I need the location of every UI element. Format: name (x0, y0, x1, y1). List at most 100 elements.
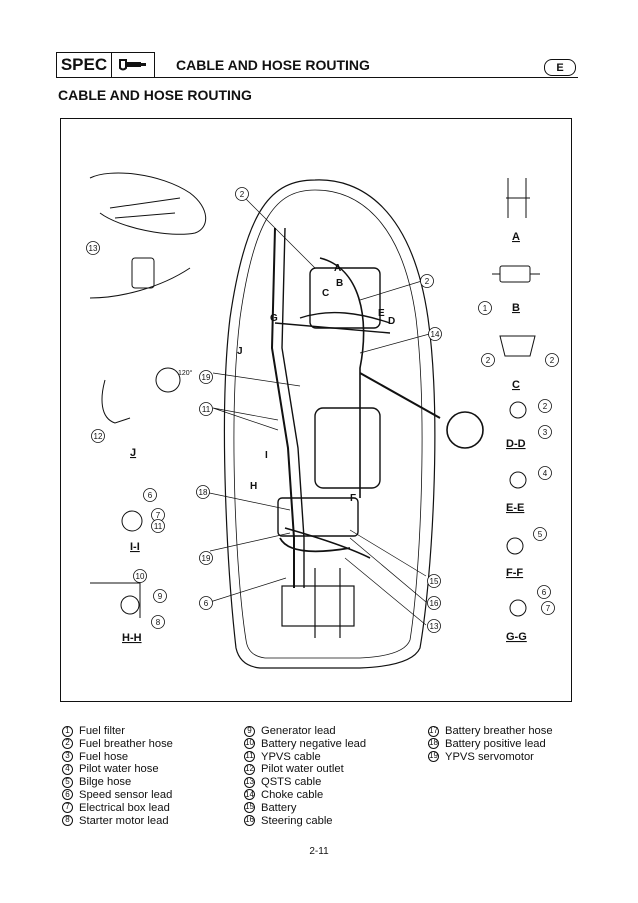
section-title: CABLE AND HOSE ROUTING (58, 87, 252, 103)
callout-circle-15 (427, 574, 441, 588)
cable-run-5 (274, 322, 391, 334)
legend-text: QSTS cable (261, 776, 322, 789)
page-header: SPEC CABLE AND HOSE ROUTING E (56, 52, 578, 80)
electrical-box (281, 585, 355, 627)
header-title: CABLE AND HOSE ROUTING (176, 57, 370, 73)
legend-text: Starter motor lead (79, 814, 169, 827)
legend-number: 9 (244, 725, 255, 737)
legend-text: Fuel breather hose (79, 737, 173, 750)
legend-text: Pilot water outlet (261, 763, 344, 776)
callout-number-9: 9 (158, 592, 163, 601)
callout-number-2: 2 (240, 190, 245, 199)
legend-number: 11 (244, 751, 255, 763)
callout-circle-8 (151, 615, 165, 629)
legend-number: 18 (428, 738, 439, 750)
cable-run-2 (281, 227, 305, 588)
page-number: 2-11 (309, 846, 329, 857)
legend-number: 13 (244, 776, 255, 788)
legend-number: 15 (244, 802, 255, 814)
reference-letter-a: A (334, 263, 341, 274)
callout-circle-11 (151, 519, 165, 533)
legend-number: 5 (62, 776, 73, 788)
reference-letter-c: C (322, 288, 329, 299)
cable-run-3 (319, 257, 365, 498)
angle-label: 120° (178, 369, 193, 377)
section-label-d-d: D-D (506, 438, 526, 450)
legend-text: Fuel hose (79, 750, 129, 763)
legend-number: 4 (62, 763, 73, 775)
section-label-i-i: I-I (130, 541, 140, 553)
legend-number: 3 (62, 751, 73, 763)
callout-number-3: 3 (543, 428, 548, 437)
legend-item: 13 QSTS cable (244, 776, 366, 789)
callout-number-2: 2 (425, 277, 430, 286)
section-label-j: J (130, 447, 136, 459)
callout-number-13: 13 (89, 244, 98, 253)
callout-circle-13 (427, 619, 441, 633)
callout-number-4: 4 (543, 469, 548, 478)
header-rule (155, 77, 578, 78)
callout-circle-2 (545, 353, 559, 367)
callout-number-14: 14 (431, 330, 440, 339)
reference-letter-i: I (265, 450, 268, 461)
callout-circle-2 (235, 187, 249, 201)
callout-circle-9 (153, 589, 167, 603)
legend-text: Generator lead (261, 725, 336, 737)
callout-number-1: 1 (483, 304, 488, 313)
cable-run-8 (279, 537, 351, 553)
callout-number-12: 12 (94, 432, 103, 441)
callout-circle-4 (538, 466, 552, 480)
diagram-frame (60, 118, 572, 702)
callout-number-19: 19 (202, 554, 211, 563)
callout-number-11: 11 (154, 522, 163, 531)
left-detail-sections (90, 367, 181, 618)
legend-number: 7 (62, 802, 73, 814)
legend-number: 16 (244, 815, 255, 827)
callout-circle-2 (420, 274, 434, 288)
legend-text: YPVS cable (261, 750, 321, 763)
legend-text: Battery (261, 801, 297, 814)
legend-text: Electrical box lead (79, 801, 170, 814)
fuel-tank (314, 407, 381, 489)
callout-number-2: 2 (543, 402, 548, 411)
battery-box (277, 497, 359, 537)
legend-number: 14 (244, 789, 255, 801)
hull-inner (233, 189, 423, 659)
callout-circle-18 (196, 485, 210, 499)
callout-circle-19 (199, 370, 213, 384)
callout-circle-5 (533, 527, 547, 541)
callout-number-18: 18 (199, 488, 208, 497)
legend-number: 1 (62, 725, 73, 737)
callout-circle-3 (538, 425, 552, 439)
reference-letter-d: D (388, 316, 395, 327)
callout-circle-7 (541, 601, 555, 615)
reference-letter-h: H (250, 481, 257, 492)
legend-text: Pilot water hose (79, 763, 159, 776)
callout-number-19: 19 (202, 373, 211, 382)
callout-number-2: 2 (550, 356, 555, 365)
reference-letter-j: J (237, 346, 243, 357)
callout-circle-6 (143, 488, 157, 502)
callout-circle-1 (478, 301, 492, 315)
callout-number-6: 6 (204, 599, 209, 608)
cable-routing-diagram: A B C D-D E-E F-F G-G H-H I-I J A B C D … (86, 172, 559, 669)
callout-number-2: 2 (486, 356, 491, 365)
legend-number: 10 (244, 738, 255, 750)
detail-callout-line (359, 372, 441, 419)
legend-item: 11 YPVS cable (244, 751, 366, 764)
leader-lines (199, 195, 434, 626)
spec-label: SPEC (56, 52, 112, 78)
callout-number-11: 11 (202, 405, 211, 414)
section-label-h-h: H-H (122, 632, 142, 644)
